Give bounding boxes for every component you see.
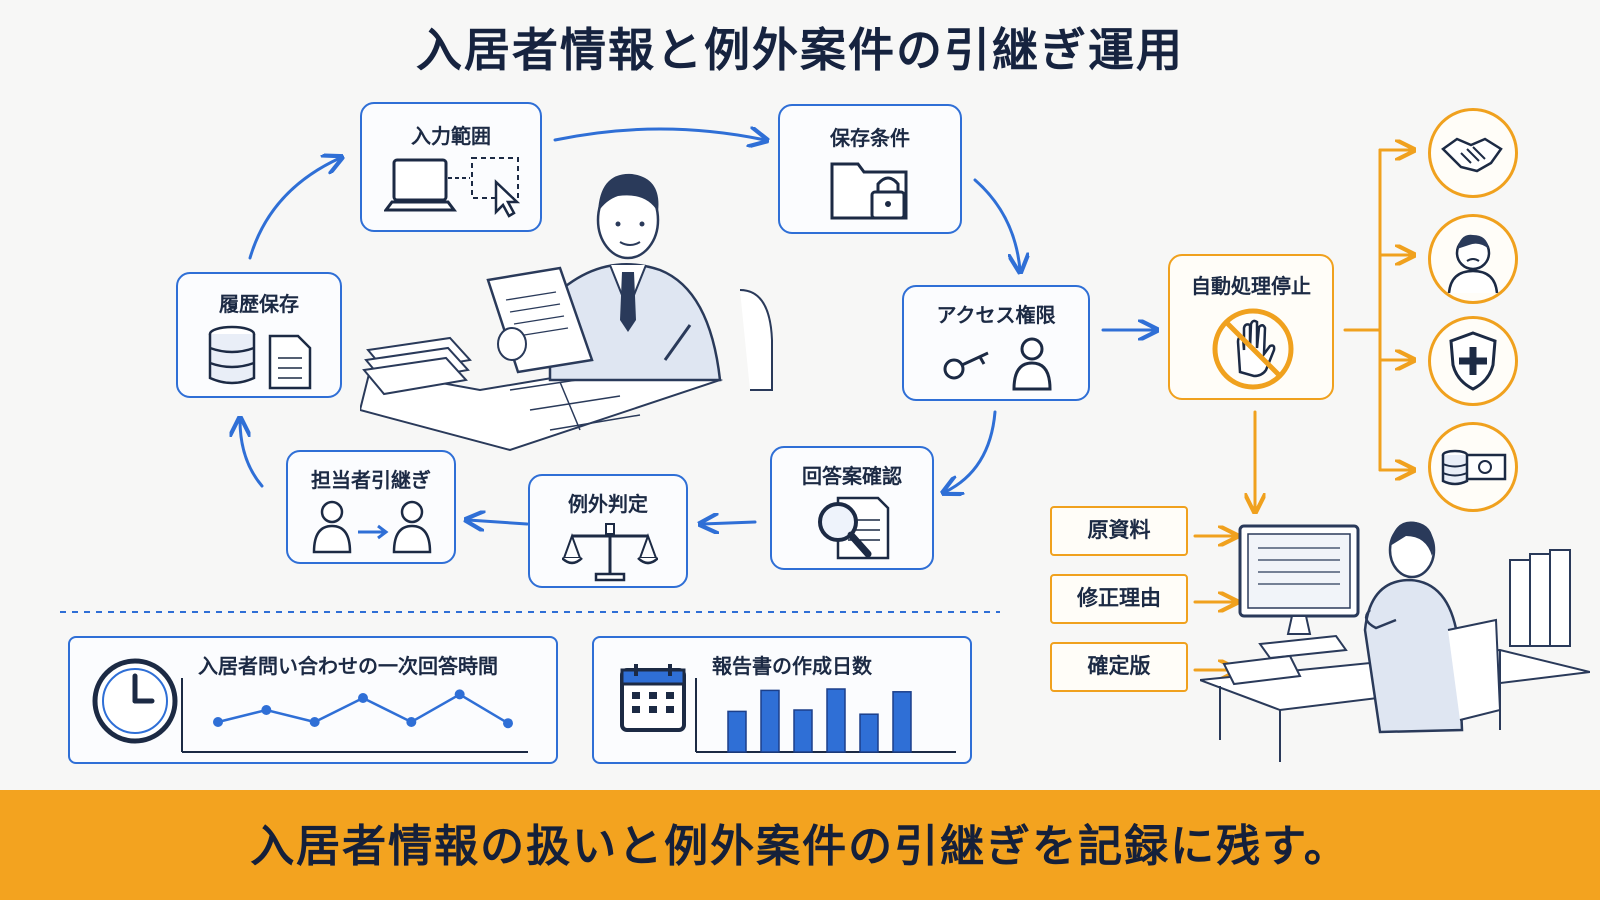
node-access-rights: アクセス権限 xyxy=(902,285,1090,401)
magnifier-document-icon xyxy=(818,496,890,560)
calendar-icon xyxy=(620,664,686,732)
person-icon xyxy=(1447,234,1499,294)
bar xyxy=(826,688,846,753)
money-circle xyxy=(1428,422,1518,512)
panel-title: 入居者問い合わせの一次回答時間 xyxy=(198,654,498,678)
panel-response-time: 入居者問い合わせの一次回答時間 xyxy=(68,636,558,764)
page-title: 入居者情報と例外案件の引継ぎ運用 xyxy=(416,23,1184,77)
node-history-retention: 履歴保存 xyxy=(176,272,342,398)
bar xyxy=(859,713,879,753)
node-label: 自動処理停止 xyxy=(1191,274,1311,298)
scale-icon xyxy=(562,523,658,582)
panel-title: 報告書の作成日数 xyxy=(712,654,872,678)
data-point xyxy=(261,705,272,715)
clock-icon xyxy=(92,658,178,744)
handshake-circle xyxy=(1428,108,1518,198)
node-input-scope: 入力範囲 xyxy=(360,102,542,232)
data-point xyxy=(454,689,465,700)
node-label: 回答案確認 xyxy=(802,464,902,488)
node-label: 担当者引継ぎ xyxy=(311,468,431,492)
data-point xyxy=(309,717,320,727)
node-label: 例外判定 xyxy=(568,492,648,516)
arrow-handover-to-history xyxy=(240,420,264,488)
bar xyxy=(727,710,747,753)
bar xyxy=(892,691,912,753)
arrow-storage-to-access xyxy=(973,178,1020,270)
money-icon xyxy=(1441,449,1507,486)
data-point xyxy=(358,693,368,703)
handshake-icon xyxy=(1441,137,1503,173)
operator-computer-illustration xyxy=(1200,521,1590,762)
record-source-material: 原資料 xyxy=(1050,506,1188,556)
arrow-access-to-review xyxy=(945,410,997,492)
footer-text: 入居者情報の扱いと例外案件の引継ぎを記録に残す。 xyxy=(250,821,1350,872)
key-person-icon xyxy=(943,337,1052,391)
node-label: 入力範囲 xyxy=(411,124,491,148)
arrow-input-to-storage xyxy=(553,129,765,140)
panel-report-days: 報告書の作成日数 xyxy=(592,636,972,764)
node-handover: 担当者引継ぎ xyxy=(286,450,456,564)
footer-banner: 入居者情報の扱いと例外案件の引継ぎを記録に残す。 xyxy=(0,790,1600,900)
bar xyxy=(760,689,780,753)
node-auto-stop: 自動処理停止 xyxy=(1168,254,1334,400)
arrow-judgment-to-handover xyxy=(468,520,529,524)
bar xyxy=(793,709,813,753)
folder-lock-icon xyxy=(830,162,908,220)
node-label: アクセス権限 xyxy=(936,303,1056,327)
record-final-version: 確定版 xyxy=(1050,642,1188,692)
person-circle xyxy=(1428,214,1518,304)
bar-chart xyxy=(695,678,956,753)
node-answer-review: 回答案確認 xyxy=(770,446,934,570)
office-worker-illustration xyxy=(360,173,773,452)
data-point xyxy=(503,718,513,729)
node-exception-judgment: 例外判定 xyxy=(528,474,688,588)
person-handover-icon xyxy=(312,500,432,554)
laptop-icon xyxy=(384,157,521,218)
shield-circle xyxy=(1428,316,1518,406)
database-document-icon xyxy=(208,325,312,390)
line-chart xyxy=(181,678,528,753)
node-label: 履歴保存 xyxy=(219,292,299,316)
arrow-review-to-judgment xyxy=(702,522,757,524)
arrow-history-to-input xyxy=(248,158,340,260)
record-correction-reason: 修正理由 xyxy=(1050,574,1188,624)
stop-hand-icon xyxy=(1212,308,1294,390)
node-label: 保存条件 xyxy=(830,126,910,150)
data-point xyxy=(213,717,223,727)
node-storage-conditions: 保存条件 xyxy=(778,104,962,234)
shield-icon xyxy=(1449,331,1497,391)
data-point xyxy=(406,717,417,727)
